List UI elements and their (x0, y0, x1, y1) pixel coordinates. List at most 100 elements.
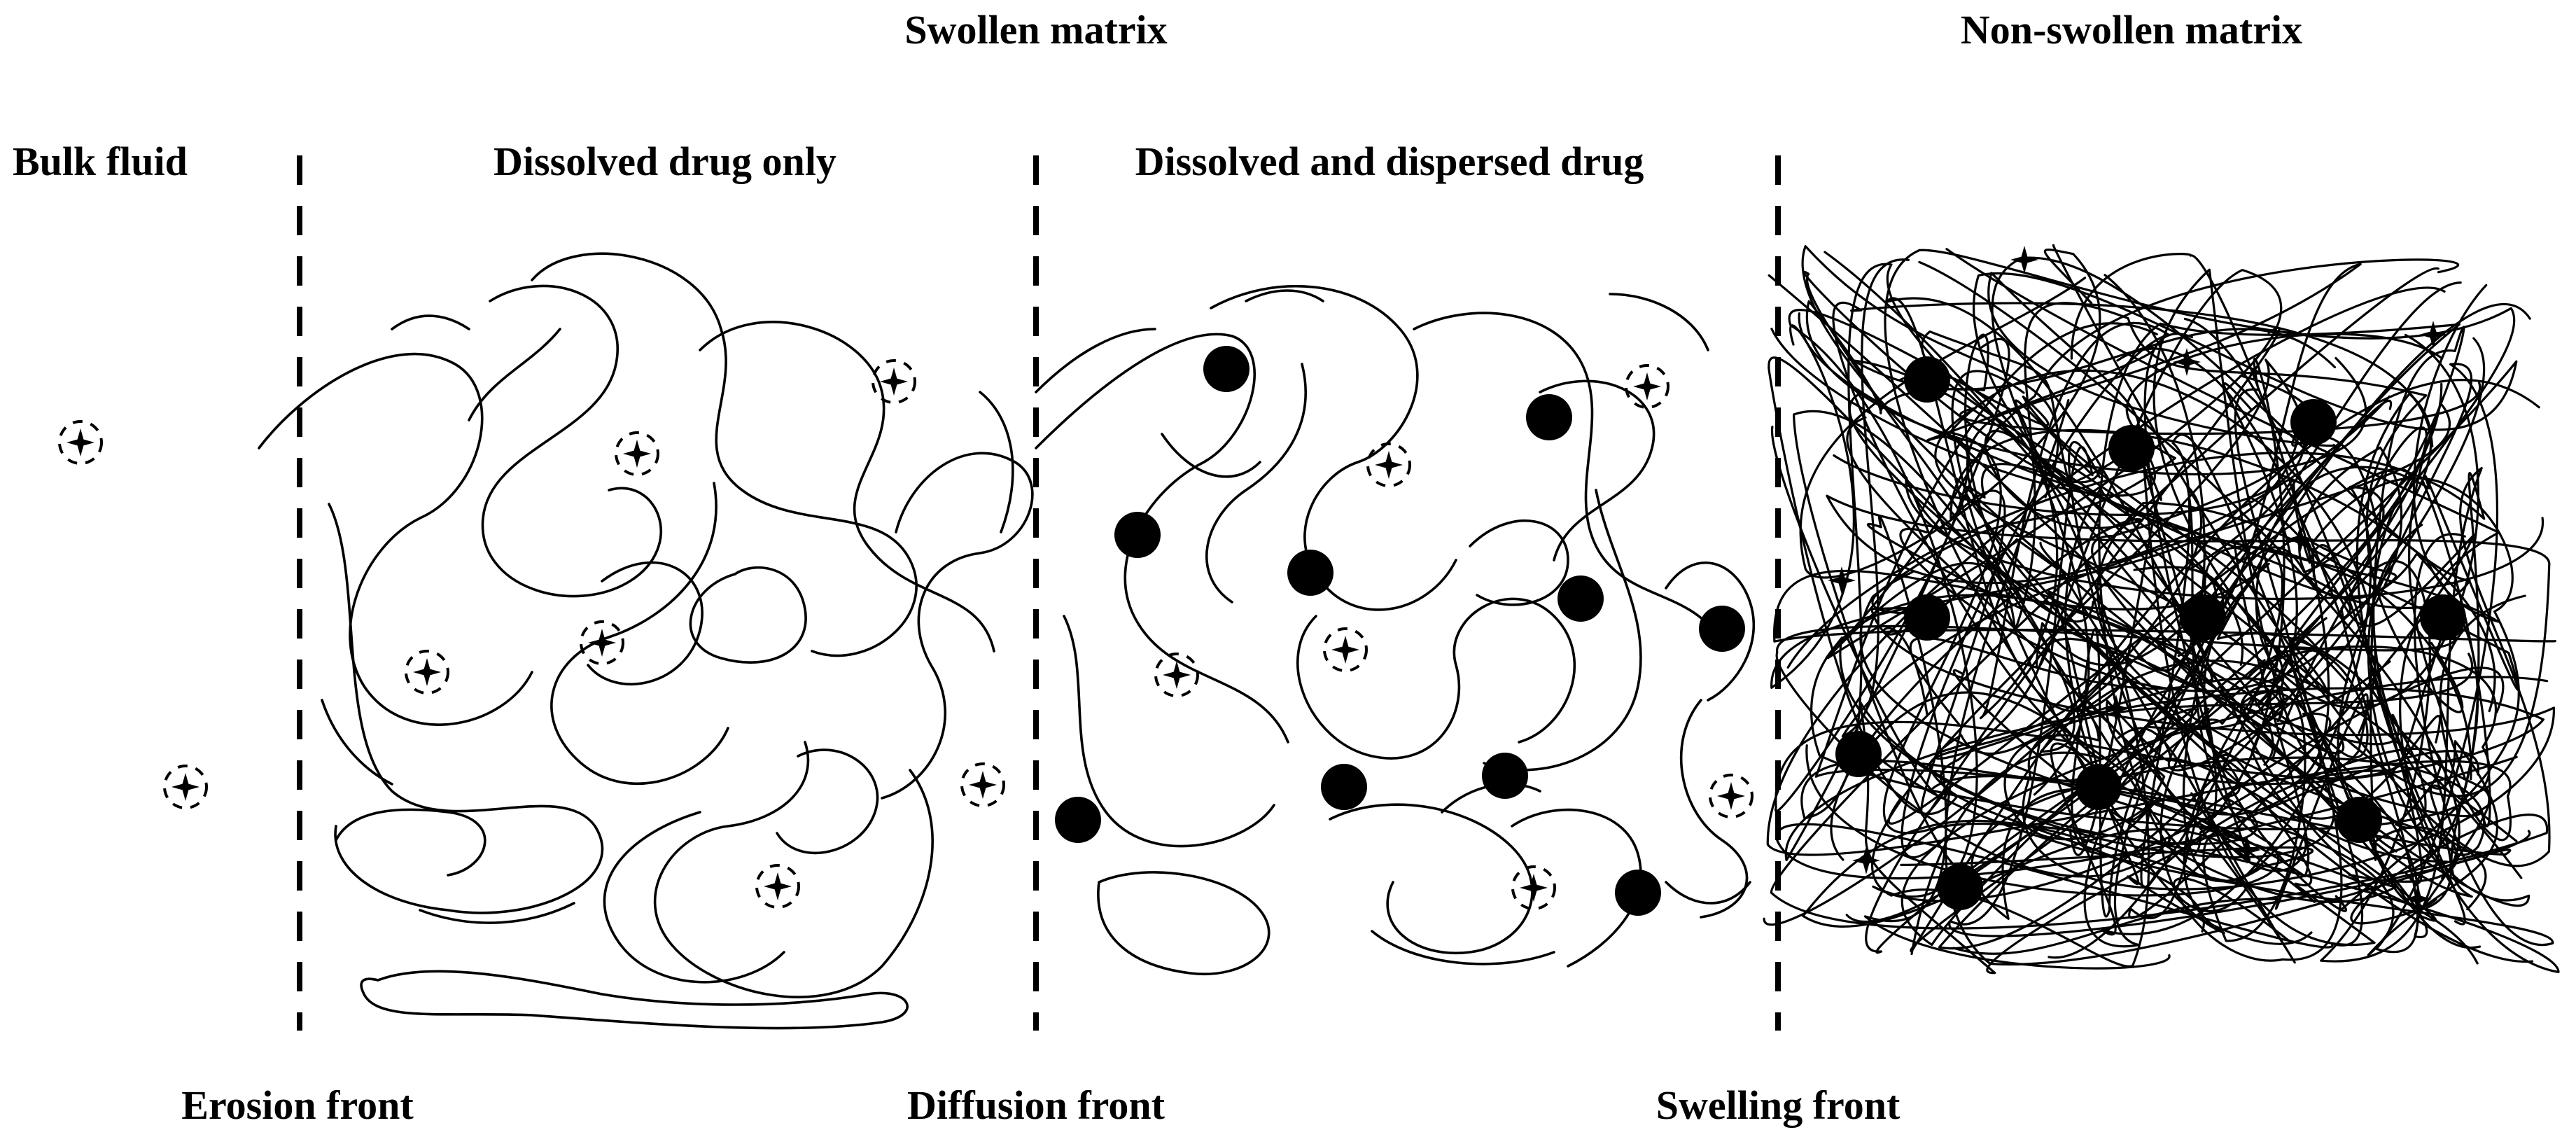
dissolved-drug-molecule (2102, 695, 2130, 723)
polymer-chain (1882, 248, 2560, 973)
dispersed-drug-particles (1055, 346, 2466, 916)
polymer-chain (1900, 326, 2465, 883)
polymer-chain (1770, 267, 2548, 930)
drug-star-icon (2419, 321, 2447, 349)
dissolved-drug-molecule (2010, 246, 2038, 274)
dissolved-drug-molecule (1366, 442, 1411, 487)
solvation-halo (163, 765, 208, 809)
solvation-halo (615, 431, 659, 476)
dissolved-drug-molecule (872, 359, 916, 404)
dispersed-drug-particle (1055, 797, 1101, 843)
drug-star-icon (623, 440, 651, 468)
solvation-halo (755, 864, 800, 909)
non-swollen-matrix-label: Non-swollen matrix (1961, 7, 2302, 53)
polymer-chain (1810, 594, 2497, 830)
drug-star-icon (172, 773, 200, 801)
swollen-polymer-chains-middle (1035, 285, 1755, 976)
dissolved-drug-molecule (615, 431, 659, 476)
dissolved-drug-molecule (58, 420, 103, 465)
solvation-halo (1511, 865, 1556, 910)
dissolved-drug-molecules (58, 246, 2447, 913)
polymer-chain (1846, 416, 2218, 918)
dissolved-drug-molecule (405, 650, 449, 695)
solvation-halo (960, 762, 1005, 807)
dispersed-drug-particle (2290, 399, 2337, 445)
dissolved-drug-only-label: Dissolved drug only (493, 139, 836, 184)
swelling-front-label: Swelling front (1656, 1082, 1900, 1128)
diffusion-front-label: Diffusion front (907, 1082, 1166, 1128)
erosion-front-label: Erosion front (181, 1082, 414, 1128)
polymer-chain (1833, 358, 2306, 968)
dissolved-drug-molecule (1323, 627, 1368, 672)
dissolved-drug-molecule (2419, 321, 2447, 349)
dispersed-drug-particle (1615, 870, 1661, 916)
drug-star-icon (2173, 348, 2201, 376)
polymer-chain (2083, 322, 2460, 948)
polymer-chain (1841, 258, 2466, 780)
solvation-halo (872, 359, 916, 404)
dissolved-drug-molecule (1709, 774, 1754, 818)
dispersed-drug-particle (1699, 606, 1745, 652)
polymer-chain (1859, 333, 2479, 965)
polymer-chain (2128, 496, 2475, 919)
drug-star-icon (1163, 661, 1191, 689)
dispersed-drug-particle (1203, 346, 1250, 392)
solvation-halo (1709, 774, 1754, 818)
polymer-chain (2064, 284, 2500, 945)
dissolved-drug-molecule (1154, 653, 1199, 697)
polymer-chain (1825, 302, 2464, 859)
dissolved-drug-molecule (1852, 846, 1880, 874)
dispersed-drug-particle (1904, 594, 1950, 641)
dispersed-drug-particle (1321, 764, 1367, 810)
drug-star-icon (2233, 836, 2261, 864)
dissolved-drug-molecule (163, 765, 208, 809)
drug-star-icon (1375, 451, 1403, 479)
bulk-fluid-label: Bulk fluid (13, 139, 188, 184)
dispersed-drug-particle (1835, 731, 1882, 777)
polymer-chain (1931, 399, 2512, 966)
dissolved-and-dispersed-drug-label: Dissolved and dispersed drug (1135, 139, 1644, 184)
dissolved-drug-molecule (1511, 865, 1556, 910)
dissolved-drug-molecule (2404, 885, 2432, 913)
non-swollen-polymer-tangle (1763, 244, 2560, 975)
drug-star-icon (969, 771, 997, 799)
dissolved-drug-molecule (1828, 566, 1856, 594)
dispersed-drug-particle (2180, 594, 2226, 641)
drug-star-icon (1717, 782, 1745, 810)
dispersed-drug-particle (2076, 764, 2122, 810)
dissolved-drug-molecule (755, 864, 800, 909)
dispersed-drug-particle (1287, 550, 1334, 596)
drug-star-icon (880, 368, 908, 396)
polymer-chain (1798, 312, 2419, 954)
solvation-halo (1366, 442, 1411, 487)
drug-star-icon (1633, 372, 1661, 400)
polymer-chain (1766, 286, 2526, 856)
swollen-polymer-chains-left (258, 252, 1034, 1030)
drug-star-icon (2286, 525, 2314, 553)
dispersed-drug-particle (2420, 594, 2466, 641)
drug-star-icon (66, 428, 94, 456)
drug-star-icon (2010, 246, 2038, 274)
polymer-chain (1884, 297, 2487, 911)
dispersed-drug-particle (1482, 753, 1528, 799)
polymer-chain (1774, 346, 2408, 812)
dispersed-drug-particle (1904, 356, 1950, 403)
drug-star-icon (764, 872, 792, 900)
dissolved-drug-molecule (960, 762, 1005, 807)
solvation-halo (1625, 364, 1670, 409)
solvation-halo (1154, 653, 1199, 697)
dispersed-drug-particle (1114, 512, 1161, 558)
polymer-chain (1863, 515, 2400, 970)
dispersed-drug-particle (1526, 394, 1572, 440)
drug-star-icon (2102, 695, 2130, 723)
polymer-chain (2091, 375, 2530, 907)
polymer-chain (1775, 625, 2505, 878)
polymer-chain (1770, 328, 2376, 946)
drug-star-icon (413, 658, 441, 686)
dissolved-drug-molecule (2286, 525, 2314, 553)
dispersed-drug-particle (2336, 797, 2382, 843)
dissolved-drug-molecule (2233, 836, 2261, 864)
drug-star-icon (1520, 874, 1548, 902)
